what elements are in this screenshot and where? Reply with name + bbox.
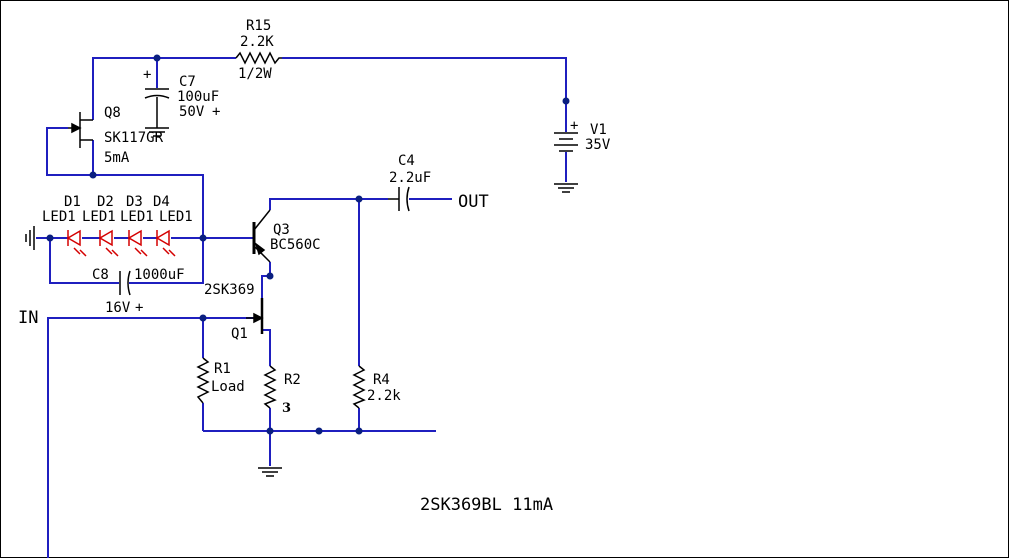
c4-name: C4 (398, 153, 415, 169)
capacitor-c4 (388, 186, 410, 212)
d4-part: LED1 (159, 209, 193, 225)
r1-value: Load (211, 379, 245, 395)
junction-node (199, 314, 207, 322)
c8-name: C8 (92, 267, 109, 283)
d3-name: D3 (126, 194, 143, 210)
junction-node (266, 272, 274, 280)
c7-voltage: 50V (179, 104, 205, 120)
v1-plus: + (570, 118, 578, 134)
jfet-q1 (246, 298, 264, 334)
in-label: IN (18, 308, 38, 328)
resistor-r2 (263, 365, 277, 409)
r4-value: 2.2k (367, 388, 401, 404)
wires (36, 57, 567, 558)
r2-name: R2 (284, 372, 301, 388)
junction-node (153, 54, 161, 62)
r4-name: R4 (373, 372, 390, 388)
ground-icon (258, 467, 282, 477)
junction-node (355, 427, 363, 435)
junction-node (89, 171, 97, 179)
diagram-title: 2SK369BL 11mA (420, 495, 553, 515)
junction-node (266, 427, 274, 435)
q8-part: SK117GR (104, 130, 164, 146)
q3-part: BC560C (270, 237, 321, 253)
c8-voltage: 16V (105, 300, 131, 316)
r2-value: 3 (282, 401, 291, 416)
d1-name: D1 (64, 194, 81, 210)
d2-part: LED1 (82, 209, 116, 225)
d4-name: D4 (153, 194, 170, 210)
resistor-r4 (352, 365, 366, 409)
junction-nodes (46, 54, 570, 435)
bjt-q3 (252, 209, 271, 263)
r15-value: 2.2K (240, 34, 274, 50)
resistor-r15 (235, 51, 282, 65)
r15-name: R15 (246, 18, 271, 34)
c8-value: 1000uF (134, 267, 185, 283)
c7-name: C7 (179, 74, 196, 90)
q8-current: 5mA (104, 150, 130, 166)
junction-node (562, 97, 570, 105)
junction-node (355, 195, 363, 203)
battery-v1 (554, 132, 578, 152)
ground-icon (554, 183, 578, 193)
led-d3 (127, 229, 148, 257)
c8-voltage-plus: + (135, 300, 143, 316)
junction-node (199, 234, 207, 242)
q8-name: Q8 (104, 105, 121, 121)
d1-part: LED1 (42, 209, 76, 225)
capacitor-c7 (144, 88, 170, 128)
c7-voltage-plus: + (212, 104, 220, 120)
out-label: OUT (458, 192, 489, 212)
r1-name: R1 (214, 361, 231, 377)
q1-part: 2SK369 (204, 282, 255, 298)
ground-icon (25, 226, 35, 250)
c7-value: 100uF (177, 89, 219, 105)
v1-value: 35V (585, 137, 611, 153)
q1-name: Q1 (231, 326, 248, 342)
c7-plus: + (143, 67, 151, 83)
c4-value: 2.2uF (389, 170, 431, 186)
junction-node (46, 234, 54, 242)
led-d4 (155, 229, 176, 257)
d3-part: LED1 (120, 209, 154, 225)
v1-name: V1 (590, 122, 607, 138)
led-d1 (66, 229, 87, 257)
junction-node (315, 427, 323, 435)
led-d2 (98, 229, 119, 257)
capacitor-c8 (119, 270, 131, 296)
r15-power: 1/2W (238, 66, 272, 82)
q3-name: Q3 (273, 222, 290, 238)
resistor-r1 (196, 357, 210, 404)
d2-name: D2 (97, 194, 114, 210)
jfet-q8 (68, 112, 93, 148)
